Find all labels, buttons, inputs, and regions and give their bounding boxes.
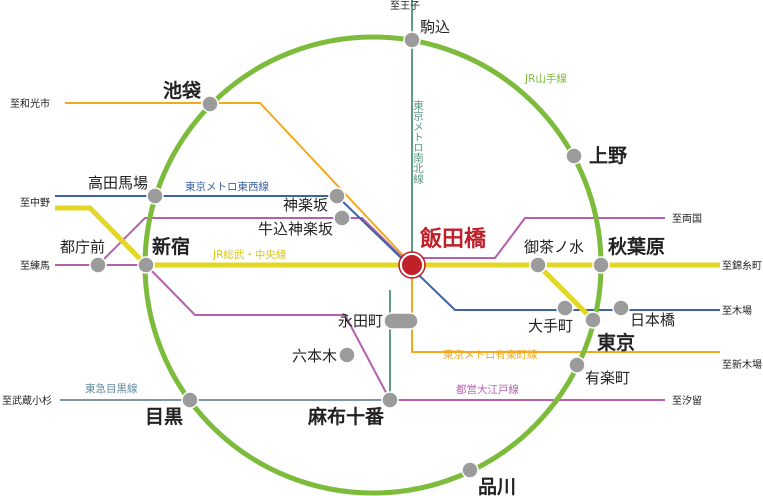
label-meguro-line: 東急目黒線 [85,382,138,395]
label-ochanomizu: 御茶ノ水 [524,238,584,256]
chuo-sobu-line [55,205,720,322]
station-ikebukuro[interactable] [201,95,219,113]
label-tokyo: 東京 [597,331,635,354]
dest-nerima: 至練馬 [20,259,50,272]
dest-kiba: 至木場 [722,304,752,317]
dest-wakoshi: 至和光市 [10,97,50,110]
station-komagome[interactable] [403,31,421,49]
label-otemachi: 大手町 [528,317,573,335]
dest-shiodome: 至汐留 [672,394,702,407]
label-akihabara: 秋葉原 [608,235,665,258]
station-roppongi[interactable] [338,346,356,364]
dest-nakano: 至中野 [20,196,50,209]
station-ochanomizu[interactable] [529,256,547,274]
station-markers [89,31,630,479]
label-ikebukuro: 池袋 [163,79,202,102]
label-ushigome: 牛込神楽坂 [258,220,333,238]
label-tozai-line: 東京メトロ東西線 [185,180,269,193]
station-tochomae[interactable] [89,256,107,274]
label-ueno: 上野 [589,145,627,167]
label-kagurazaka: 神楽坂 [283,196,328,214]
label-namboku-line: 東京メトロ南北線 [412,99,424,184]
label-azabujuban: 麻布十番 [307,405,385,428]
label-yurakucho: 有楽町 [585,369,630,387]
station-takadanobaba[interactable] [146,187,164,205]
station-ushigome[interactable] [333,209,351,227]
station-ueno[interactable] [565,147,583,165]
label-nagatacho: 永田町 [338,312,383,330]
station-kagurazaka[interactable] [328,187,346,205]
label-nihombashi: 日本橋 [630,311,675,329]
label-iidabashi: 飯田橋 [419,226,487,252]
station-meguro[interactable] [181,391,199,409]
station-shinjuku[interactable] [137,256,155,274]
station-iidabashi-ring [398,251,426,279]
dest-ryogoku: 至両国 [672,213,702,225]
station-nagatacho[interactable] [383,312,419,330]
dest-musashikosugi: 至武蔵小杉 [2,394,52,407]
station-akihabara[interactable] [592,256,610,274]
label-komagome: 駒込 [420,18,450,36]
namboku-line [389,0,413,400]
tozai-line [55,195,720,311]
label-tochomae: 都庁前 [60,238,105,256]
station-iidabashi[interactable] [400,253,424,277]
label-yurakucho-line: 東京メトロ有楽町線 [443,348,538,361]
station-azabujuban[interactable] [381,391,399,409]
label-shinjuku: 新宿 [152,235,190,258]
label-oedo-line: 都営大江戸線 [456,383,519,396]
dest-kinshicho: 至錦糸町 [722,259,762,272]
station-tokyo[interactable] [584,311,602,329]
dest-shinkiba: 至新木場 [722,358,762,371]
label-shinagawa: 品川 [478,476,516,496]
label-yamanote-line: JR山手線 [524,72,567,85]
station-otemachi[interactable] [556,299,574,317]
label-chuo-sobu-line: JR総武・中央線 [212,248,287,261]
station-yurakucho[interactable] [568,356,586,374]
station-nihombashi[interactable] [612,299,630,317]
label-roppongi: 六本木 [292,347,337,365]
label-meguro: 目黒 [145,406,183,428]
dest-oji: 至王子 [390,0,420,12]
station-shinagawa[interactable] [461,461,479,479]
label-takadanobaba: 高田馬場 [88,174,148,192]
